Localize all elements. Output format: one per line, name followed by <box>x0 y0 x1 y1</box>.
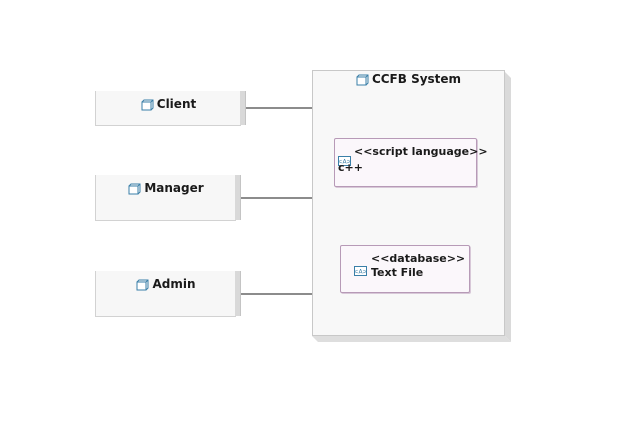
database-artifact-stereotype: <<database>> <box>371 252 466 265</box>
client-node-label: Client <box>156 97 197 111</box>
client-node-side <box>240 91 246 125</box>
client-node-title: Client <box>96 97 241 111</box>
manager-node[interactable]: Manager <box>95 175 241 221</box>
node-cube-icon <box>128 183 141 194</box>
admin-node-side <box>235 271 241 316</box>
manager-node-label: Manager <box>144 181 204 195</box>
node-cube-icon <box>356 74 369 85</box>
system-node-title: CCFB System <box>313 72 504 86</box>
artifact-icon: <A> <box>353 261 368 276</box>
script-artifact[interactable]: <A> <<script language>> c++ <box>334 138 488 187</box>
node-cube-icon <box>141 99 154 110</box>
database-artifact-name: Text File <box>371 266 424 279</box>
admin-node[interactable]: Admin <box>95 271 241 317</box>
admin-node-title: Admin <box>96 277 236 291</box>
system-node-label: CCFB System <box>371 72 462 86</box>
svg-text:<A>: <A> <box>338 159 351 166</box>
client-node[interactable]: Client <box>95 91 246 126</box>
artifact-icon: <A> <box>337 151 352 166</box>
script-artifact-name: c++ <box>338 161 363 174</box>
system-node-bottom <box>312 336 511 342</box>
manager-node-title: Manager <box>96 181 236 195</box>
database-artifact[interactable]: <A> <<database>> Text File <box>340 245 470 293</box>
manager-node-side <box>235 175 241 220</box>
system-node-side <box>505 72 511 342</box>
svg-text:<A>: <A> <box>354 269 367 276</box>
admin-node-label: Admin <box>152 277 196 291</box>
node-cube-icon <box>136 279 149 290</box>
script-artifact-stereotype: <<script language>> <box>354 145 488 158</box>
system-node[interactable]: CCFB System <box>312 70 505 336</box>
